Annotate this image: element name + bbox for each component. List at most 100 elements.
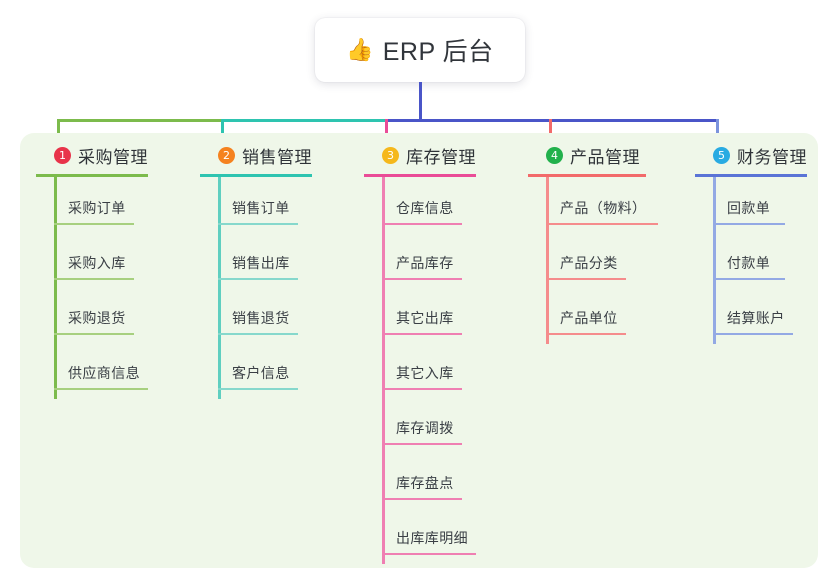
list-item-label: 产品分类 <box>560 255 618 271</box>
list-item[interactable]: 产品（物料） <box>528 177 688 232</box>
branch-items-1: 采购订单 采购入库 采购退货 供应商信息 <box>36 177 186 399</box>
list-item[interactable]: 产品单位 <box>528 287 688 342</box>
list-item[interactable]: 产品分类 <box>528 232 688 287</box>
branch-header-underline-4 <box>528 174 646 177</box>
list-item[interactable]: 产品库存 <box>364 232 514 287</box>
bus-segment-teal <box>221 119 386 122</box>
list-item[interactable]: 销售订单 <box>200 177 350 232</box>
list-item[interactable]: 仓库信息 <box>364 177 514 232</box>
list-item[interactable]: 客户信息 <box>200 342 350 397</box>
branch-header-4[interactable]: 4 产品管理 <box>528 140 688 170</box>
list-item[interactable]: 出库库明细 <box>364 507 514 562</box>
list-item-underline <box>54 223 134 225</box>
branch-badge-3: 3 <box>382 146 399 164</box>
list-item-underline <box>218 388 298 390</box>
list-item[interactable]: 销售出库 <box>200 232 350 287</box>
list-item[interactable]: 采购入库 <box>36 232 186 287</box>
branch-header-underline-2 <box>200 174 312 177</box>
list-item-label: 销售订单 <box>232 200 290 216</box>
list-item[interactable]: 其它出库 <box>364 287 514 342</box>
list-item-label: 采购入库 <box>68 255 126 271</box>
list-item-label: 产品库存 <box>396 255 454 271</box>
list-item-underline <box>218 333 298 335</box>
root-node[interactable]: 👍 ERP 后台 <box>315 18 525 82</box>
list-item-underline <box>382 498 462 500</box>
branch-items-2: 销售订单 销售出库 销售退货 客户信息 <box>200 177 350 399</box>
list-item[interactable]: 结算账户 <box>695 287 839 342</box>
list-item-underline <box>546 333 626 335</box>
list-item-label: 库存盘点 <box>396 475 454 491</box>
list-item-label: 产品单位 <box>560 310 618 326</box>
list-item-underline <box>54 333 134 335</box>
list-item[interactable]: 库存盘点 <box>364 452 514 507</box>
list-item[interactable]: 库存调拨 <box>364 397 514 452</box>
branch-title-2: 销售管理 <box>242 147 312 167</box>
list-item-underline <box>713 333 793 335</box>
branch-column-1: 1 采购管理 采购订单 采购入库 采购退货 供应商信息 <box>36 140 186 399</box>
branch-items-5: 回款单 付款单 结算账户 <box>695 177 839 344</box>
branch-header-underline-3 <box>364 174 476 177</box>
branch-column-2: 2 销售管理 销售订单 销售出库 销售退货 客户信息 <box>200 140 350 399</box>
list-item-label: 采购订单 <box>68 200 126 216</box>
list-item-label: 出库库明细 <box>396 530 468 546</box>
branch-spine-1 <box>54 177 57 399</box>
list-item-label: 其它入库 <box>396 365 454 381</box>
list-item-underline <box>382 553 476 555</box>
list-item-underline <box>54 278 134 280</box>
branch-title-4: 产品管理 <box>570 147 640 167</box>
diagram-panel <box>20 133 818 568</box>
list-item[interactable]: 付款单 <box>695 232 839 287</box>
root-node-label: ERP 后台 <box>382 38 494 66</box>
list-item-label: 客户信息 <box>232 365 290 381</box>
branch-header-5[interactable]: 5 财务管理 <box>695 140 839 170</box>
list-item[interactable]: 回款单 <box>695 177 839 232</box>
list-item[interactable]: 销售退货 <box>200 287 350 342</box>
branch-spine-5 <box>713 177 716 344</box>
branch-items-4: 产品（物料） 产品分类 产品单位 <box>528 177 688 344</box>
branch-column-5: 5 财务管理 回款单 付款单 结算账户 <box>695 140 839 344</box>
branch-header-1[interactable]: 1 采购管理 <box>36 140 186 170</box>
branch-items-3: 仓库信息 产品库存 其它出库 其它入库 库存调拨 库存盘点 <box>364 177 514 564</box>
branch-badge-1: 1 <box>54 146 71 164</box>
branch-header-2[interactable]: 2 销售管理 <box>200 140 350 170</box>
list-item-label: 供应商信息 <box>68 365 140 381</box>
list-item-label: 库存调拨 <box>396 420 454 436</box>
branch-spine-4 <box>546 177 549 344</box>
list-item-underline <box>218 278 298 280</box>
list-item-underline <box>382 443 462 445</box>
thumbs-up-emoji: 👍 <box>346 37 374 62</box>
list-item-underline <box>382 278 462 280</box>
list-item-underline <box>546 223 658 225</box>
branch-badge-4: 4 <box>546 146 563 164</box>
list-item-label: 付款单 <box>727 255 771 271</box>
list-item-label: 采购退货 <box>68 310 126 326</box>
list-item-underline <box>382 388 462 390</box>
branch-badge-2: 2 <box>218 146 235 164</box>
trunk-connector <box>419 82 422 120</box>
branch-column-3: 3 库存管理 仓库信息 产品库存 其它出库 其它入库 库存调拨 <box>364 140 514 564</box>
bus-segment-green <box>57 119 222 122</box>
list-item-underline <box>382 333 462 335</box>
branch-badge-5: 5 <box>713 146 730 164</box>
branch-column-4: 4 产品管理 产品（物料） 产品分类 产品单位 <box>528 140 688 344</box>
list-item-underline <box>382 223 462 225</box>
list-item[interactable]: 采购退货 <box>36 287 186 342</box>
list-item-label: 结算账户 <box>727 310 785 326</box>
list-item-underline <box>54 388 148 390</box>
branch-title-3: 库存管理 <box>406 147 476 167</box>
list-item[interactable]: 供应商信息 <box>36 342 186 397</box>
branch-header-underline-1 <box>36 174 148 177</box>
list-item[interactable]: 其它入库 <box>364 342 514 397</box>
branch-header-3[interactable]: 3 库存管理 <box>364 140 514 170</box>
branch-header-underline-5 <box>695 174 807 177</box>
list-item[interactable]: 采购订单 <box>36 177 186 232</box>
list-item-label: 其它出库 <box>396 310 454 326</box>
list-item-label: 销售退货 <box>232 310 290 326</box>
list-item-underline <box>713 278 785 280</box>
list-item-underline <box>546 278 626 280</box>
branch-spine-3 <box>382 177 385 564</box>
list-item-underline <box>218 223 298 225</box>
list-item-label: 仓库信息 <box>396 200 454 216</box>
branch-spine-2 <box>218 177 221 399</box>
